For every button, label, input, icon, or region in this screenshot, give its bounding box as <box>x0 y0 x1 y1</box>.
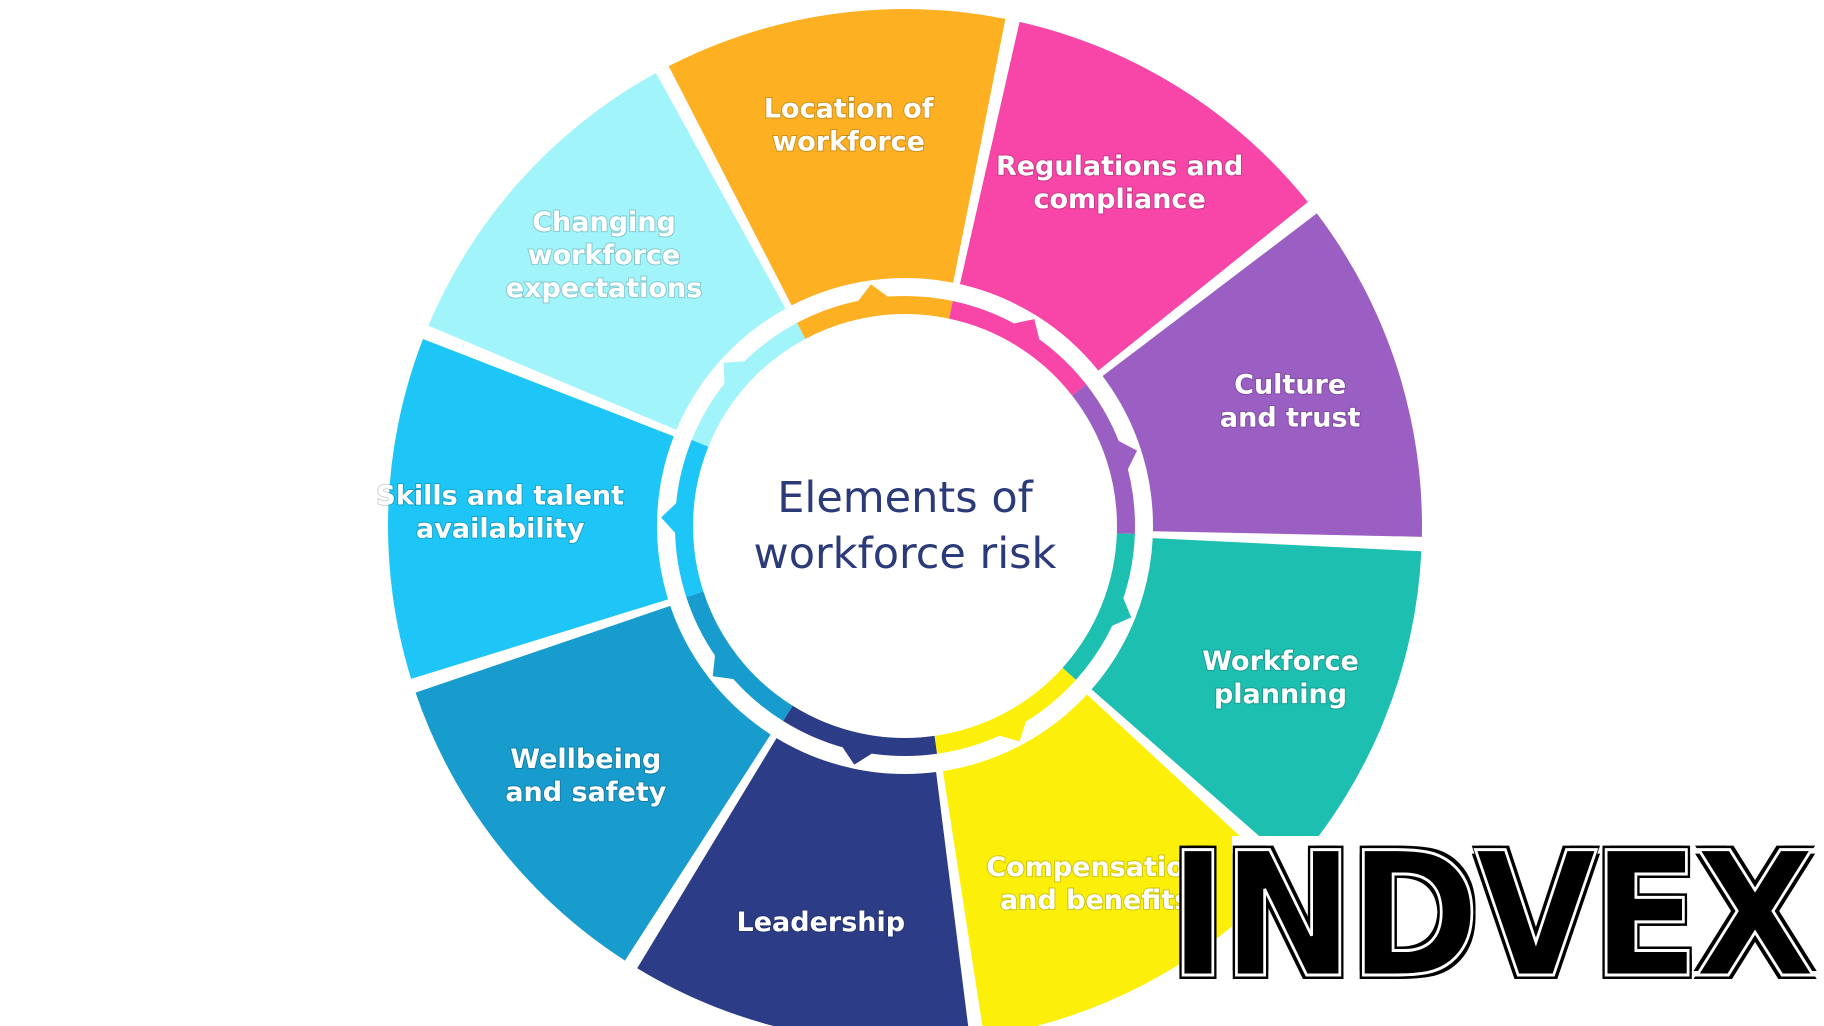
inner-ring-segment-8 <box>783 705 938 756</box>
inner-ring-segment-9 <box>686 591 793 722</box>
segment-label-8: Leadership <box>737 907 906 938</box>
inner-ring-segment-3 <box>797 296 953 339</box>
inner-ring-notch <box>712 654 735 680</box>
segment-label-line: Culture <box>1234 369 1346 400</box>
inner-ring-segment-7 <box>934 667 1076 754</box>
wheel-segment-6 <box>1091 538 1422 867</box>
inner-ring-segment-4 <box>949 301 1087 396</box>
inner-ring-segment-5 <box>1072 384 1135 535</box>
inner-ring-notch <box>723 361 746 386</box>
segment-label-line: Wellbeing <box>510 744 661 775</box>
inner-ring-segment-1 <box>675 439 709 598</box>
inner-ring <box>661 284 1138 765</box>
indvex-logo: INDVEX <box>1167 815 1817 1016</box>
segment-label-line: and benefits <box>1000 885 1190 916</box>
segment-label-line: workforce <box>772 126 925 157</box>
outer-ring <box>388 8 1422 1026</box>
segment-label-line: Regulations and <box>996 151 1243 182</box>
segment-label-line: availability <box>416 513 585 544</box>
segment-label-line: Location of <box>764 93 934 124</box>
center-title-line-1: Elements of <box>777 473 1033 523</box>
wheel-segment-9 <box>415 605 771 961</box>
inner-ring-notch <box>1012 319 1040 341</box>
inner-ring-notch <box>998 720 1027 742</box>
inner-ring-notch <box>1117 440 1138 471</box>
segment-label-line: planning <box>1214 679 1347 710</box>
wheel-segment-5 <box>1102 213 1422 537</box>
wheel-segment-2 <box>428 72 786 430</box>
wheel-segment-8 <box>637 738 969 1026</box>
segment-label-line: Workforce <box>1202 646 1359 677</box>
inner-ring-notch <box>857 284 890 303</box>
segment-label-line: and safety <box>505 777 666 808</box>
segment-label-line: Leadership <box>737 907 906 938</box>
wheel-segment-7 <box>942 694 1285 1026</box>
segment-label-line: compliance <box>1033 184 1205 215</box>
center-disc <box>694 315 1116 737</box>
wheel-segment-4 <box>959 21 1308 371</box>
wheel-segment-1 <box>388 339 674 679</box>
inner-ring-notch <box>661 502 678 534</box>
segment-label-line: workforce <box>528 240 681 271</box>
segment-label-line: Changing <box>532 207 676 238</box>
wheel-segment-3 <box>668 8 1006 306</box>
inner-ring-segment-2 <box>691 322 806 447</box>
segment-label-line: Compensation <box>986 852 1204 883</box>
segment-label-line: expectations <box>506 273 703 304</box>
inner-ring-notch <box>1110 596 1132 627</box>
inner-ring-notch <box>841 746 874 765</box>
inner-ring-segment-6 <box>1062 533 1135 680</box>
center-title-line-2: workforce risk <box>754 529 1057 579</box>
segment-label-line: Skills and talent <box>376 480 624 511</box>
segment-label-line: and trust <box>1220 402 1361 433</box>
